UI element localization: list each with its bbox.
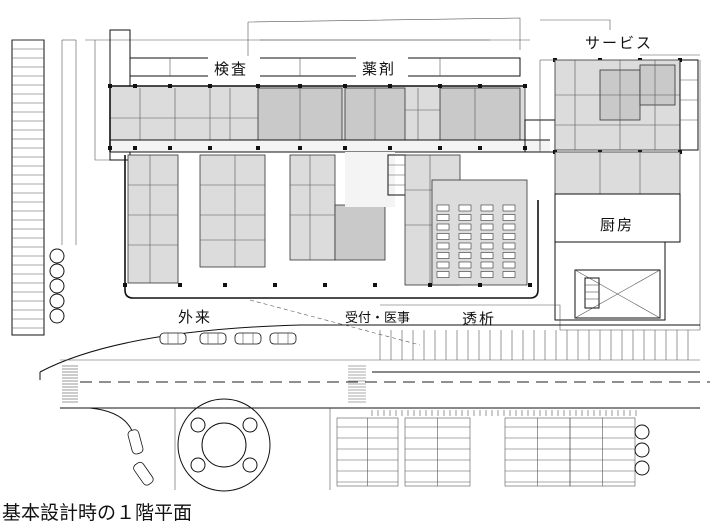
label-service: サービス: [585, 34, 653, 52]
label-inspection: 検査: [214, 60, 248, 78]
figure-caption: 基本設計時の１階平面: [2, 502, 192, 524]
front-parking: [379, 330, 689, 360]
main-building: [109, 29, 556, 299]
roundabout: [174, 398, 331, 492]
service-wing: [539, 59, 699, 195]
label-pharmacy: 薬剤: [362, 60, 396, 78]
crosswalk-left: [62, 365, 78, 403]
parked-cars: [127, 332, 297, 486]
zone-labels: 検査 薬剤 サービス 厨房 外来 受付・医事 透析: [178, 30, 668, 328]
label-kitchen: 厨房: [600, 216, 634, 234]
drop-off-road: [39, 299, 710, 441]
crosswalk-right: [348, 365, 366, 403]
label-reception: 受付・医事: [345, 311, 410, 326]
label-dialysis: 透析: [462, 310, 496, 328]
lower-parking: [336, 410, 637, 487]
kitchen-block: [554, 193, 681, 321]
left-parking: [11, 39, 77, 336]
label-outpatient: 外来: [178, 308, 212, 326]
right-trees: [634, 424, 650, 476]
site-boundary: [85, 17, 701, 330]
left-trees: [49, 248, 65, 324]
